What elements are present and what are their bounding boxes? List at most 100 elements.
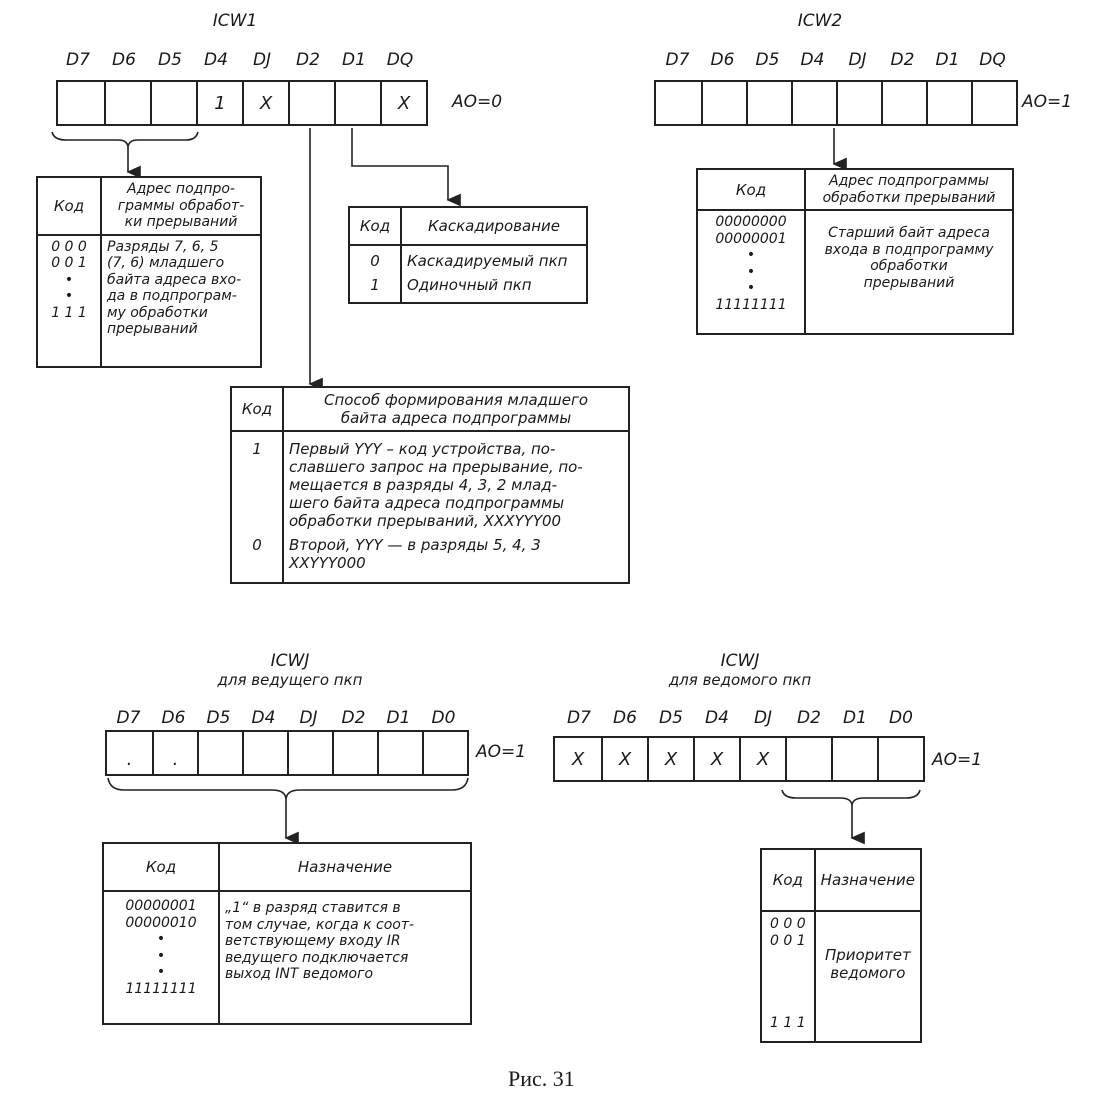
bit-label: DЈ: [753, 708, 773, 728]
bit-label: D5: [206, 708, 231, 728]
icw2-table: Код Адрес подпрограммы обработки прерыва…: [696, 168, 1014, 336]
icw2-title: ICW2: [797, 11, 843, 31]
table-header-code: Код: [103, 843, 219, 892]
register-cell: [334, 82, 380, 124]
bit-label: DQ: [386, 50, 414, 70]
icw3-master-title: ICWЈ для ведущего пкп: [200, 651, 380, 689]
icw2-register: [654, 80, 1018, 126]
register-cell: [701, 82, 746, 124]
register-cell: 1: [196, 82, 242, 124]
register-cell: .: [126, 749, 133, 770]
icw1-bit-labels: D7 D6 D5 D4 DЈ D2 D1 DQ: [55, 50, 423, 70]
bit-label: D0: [431, 708, 456, 728]
table-cell-desc: Одиночный пкп: [400, 273, 587, 303]
icw3-slave-title: ICWЈ для ведомого пкп: [650, 651, 830, 689]
register-cell: X: [380, 82, 426, 124]
table-cell-desc: Приоритет ведомого: [813, 911, 921, 1042]
table-header-code: Код: [231, 387, 283, 432]
icw1-cascade-table: Код Каскадирование 0 Каскадируемый пкп 1…: [348, 206, 588, 304]
table-cell-desc: Первый YYY – код устройства, по- славшег…: [282, 431, 629, 533]
table-header-code: Код: [37, 177, 101, 236]
bit-label: D1: [342, 50, 366, 70]
bit-label: D4: [251, 708, 276, 728]
bit-label: D2: [797, 708, 821, 728]
table-cell-desc: Старший байт адреса входа в подпрограмму…: [804, 210, 1013, 335]
table-cell-codes: 00000000 00000001 • • • 11111111: [715, 214, 787, 313]
bit-label: D7: [116, 708, 141, 728]
register-cell: [877, 738, 923, 780]
register-cell: X: [647, 738, 693, 780]
register-cell: X: [601, 738, 647, 780]
register-cell: [150, 82, 196, 124]
register-cell: [287, 732, 332, 774]
register-cell: X: [242, 82, 288, 124]
table-cell-desc: Каскадируемый пкп: [400, 245, 587, 273]
icw2-bit-labels: D7 D6 D5 D4 DЈ D2 D1 DQ: [655, 50, 1015, 70]
icw3-master-brace: [107, 777, 469, 801]
icw3-master-bit-labels: D7 D6 D5 D4 DЈ D2 D1 D0: [106, 708, 466, 728]
bit-label: D5: [755, 50, 780, 70]
register-subtitle: для ведомого пкп: [668, 670, 812, 689]
icw1-brace-high: [51, 131, 199, 149]
table-header-desc: Назначение: [813, 849, 921, 912]
register-cell: [104, 82, 150, 124]
register-cell: [836, 82, 881, 124]
bit-label: D1: [843, 708, 867, 728]
register-title: ICWЈ: [270, 651, 310, 671]
table-header-code: Код: [761, 849, 815, 912]
table-cell-code: 0: [370, 252, 380, 270]
bit-label: DЈ: [299, 708, 318, 728]
bit-label: DQ: [979, 50, 1006, 70]
table-header-desc: Адрес подпрограммы обработки прерываний: [804, 169, 1013, 212]
table-cell-codes: 00000001 00000010 • • • 11111111: [125, 898, 197, 997]
bit-label: D1: [935, 50, 960, 70]
icw3-slave-brace: [781, 789, 921, 807]
icw3-slave-table: Код Назначение 0 0 0 0 0 1 1 1 1 Приорит…: [760, 848, 922, 1043]
register-cell: [58, 82, 104, 124]
icw3-master-ao-label: AO=1: [476, 742, 527, 762]
register-subtitle: для ведущего пкп: [217, 670, 363, 689]
bit-label: D7: [567, 708, 591, 728]
register-cell: [422, 732, 467, 774]
bit-label: D4: [800, 50, 825, 70]
bit-label: D4: [204, 50, 228, 70]
icw3-slave-bit-labels: D7 D6 D5 D4 DЈ D2 D1 D0: [556, 708, 924, 728]
register-cell: [332, 732, 377, 774]
table-header-desc: Адрес подпро- граммы обработ- ки прерыва…: [100, 177, 261, 236]
icw3-master-table: Код Назначение 00000001 00000010 • • • 1…: [102, 842, 472, 1025]
table-header-desc: Каскадирование: [400, 207, 587, 246]
table-cell-code: 1: [370, 276, 380, 294]
table-cell-desc: Второй, YYY — в разряды 5, 4, 3 XXYYY000: [282, 533, 629, 583]
bit-label: D2: [296, 50, 320, 70]
register-cell: [377, 732, 422, 774]
icw1-address-table: Код Адрес подпро- граммы обработ- ки пре…: [36, 176, 262, 368]
register-cell: [881, 82, 926, 124]
register-cell: [656, 82, 701, 124]
register-cell: [242, 732, 287, 774]
register-cell: [785, 738, 831, 780]
register-title: ICWЈ: [720, 651, 760, 671]
bit-label: D2: [890, 50, 915, 70]
bit-label: D5: [659, 708, 683, 728]
register-cell: [791, 82, 836, 124]
bit-label: D7: [66, 50, 90, 70]
figure-caption: Рис. 31: [508, 1066, 575, 1091]
icw1-register: 1 X X: [56, 80, 428, 126]
bit-label: D7: [665, 50, 690, 70]
bit-label: DЈ: [848, 50, 867, 70]
table-header-desc: Способ формирования младшего байта адрес…: [282, 387, 629, 432]
table-header-desc: Назначение: [218, 843, 471, 892]
register-cell: [197, 732, 242, 774]
table-cell-codes: 0 0 0 0 0 1 • • 1 1 1: [51, 238, 87, 321]
icw3-slave-ao-label: AO=1: [932, 750, 983, 770]
bit-label: D0: [889, 708, 913, 728]
register-cell: [831, 738, 877, 780]
icw1-ao-label: AO=0: [452, 92, 503, 112]
bit-label: D6: [161, 708, 186, 728]
icw3-slave-register: X X X X X: [553, 736, 925, 782]
register-cell: .: [152, 732, 197, 774]
icw2-ao-label: AO=1: [1022, 92, 1073, 112]
bit-label: D5: [158, 50, 182, 70]
table-cell-desc: Разряды 7, 6, 5 (7, 6) младшего байта ад…: [100, 234, 261, 367]
